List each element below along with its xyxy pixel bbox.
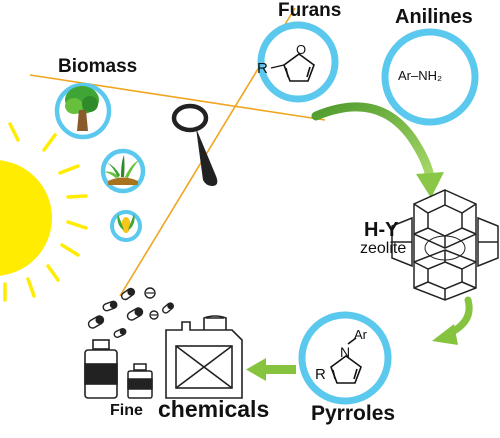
- reaction-arrow-3: [246, 358, 296, 381]
- sun-icon: [0, 122, 88, 302]
- reaction-arrow-2: [432, 296, 473, 345]
- aniline-formula-label: Ar–NH₂: [398, 68, 443, 83]
- pyrrole-substituent-label: R: [315, 366, 326, 383]
- furan-substituent-label: R: [257, 60, 268, 77]
- pyrrole-aryl-label: Ar: [354, 327, 367, 342]
- anilines-label: Anilines: [395, 6, 473, 28]
- bottle-small-icon: [127, 363, 153, 399]
- jerrycan-icon: [165, 315, 243, 399]
- furans-label: Furans: [278, 0, 342, 21]
- corn-icon: [117, 214, 135, 233]
- furan-oxygen-label: O: [296, 42, 307, 57]
- pyrroles-label: Pyrroles: [311, 402, 396, 425]
- tree-icon: [65, 86, 99, 131]
- catalyst-sub-label: zeolite: [360, 240, 407, 257]
- biomass-circle-corn: [110, 210, 142, 242]
- aniline-circle: [381, 28, 479, 126]
- grass-icon: [104, 155, 139, 185]
- biomass-circle-tree: [54, 82, 112, 140]
- magnifier-icon: [171, 103, 218, 186]
- pyrrole-nitrogen-label: N: [340, 344, 351, 360]
- biomass-circle-grass: [100, 148, 146, 194]
- pyrrole-circle: [298, 311, 392, 405]
- pyrrole-structure: [330, 337, 362, 384]
- bottle-large-icon: [84, 339, 118, 399]
- pills-icon: [87, 287, 174, 338]
- reaction-arrow-1: [311, 102, 444, 198]
- zeolite-framework-icon: [391, 189, 499, 301]
- furan-circle: [257, 21, 339, 103]
- biomass-label: Biomass: [58, 56, 138, 77]
- chemicals-label: chemicals: [158, 396, 270, 422]
- furan-structure: [270, 53, 315, 82]
- catalyst-label: H-Y: [364, 219, 399, 241]
- fine-label: Fine: [110, 402, 143, 419]
